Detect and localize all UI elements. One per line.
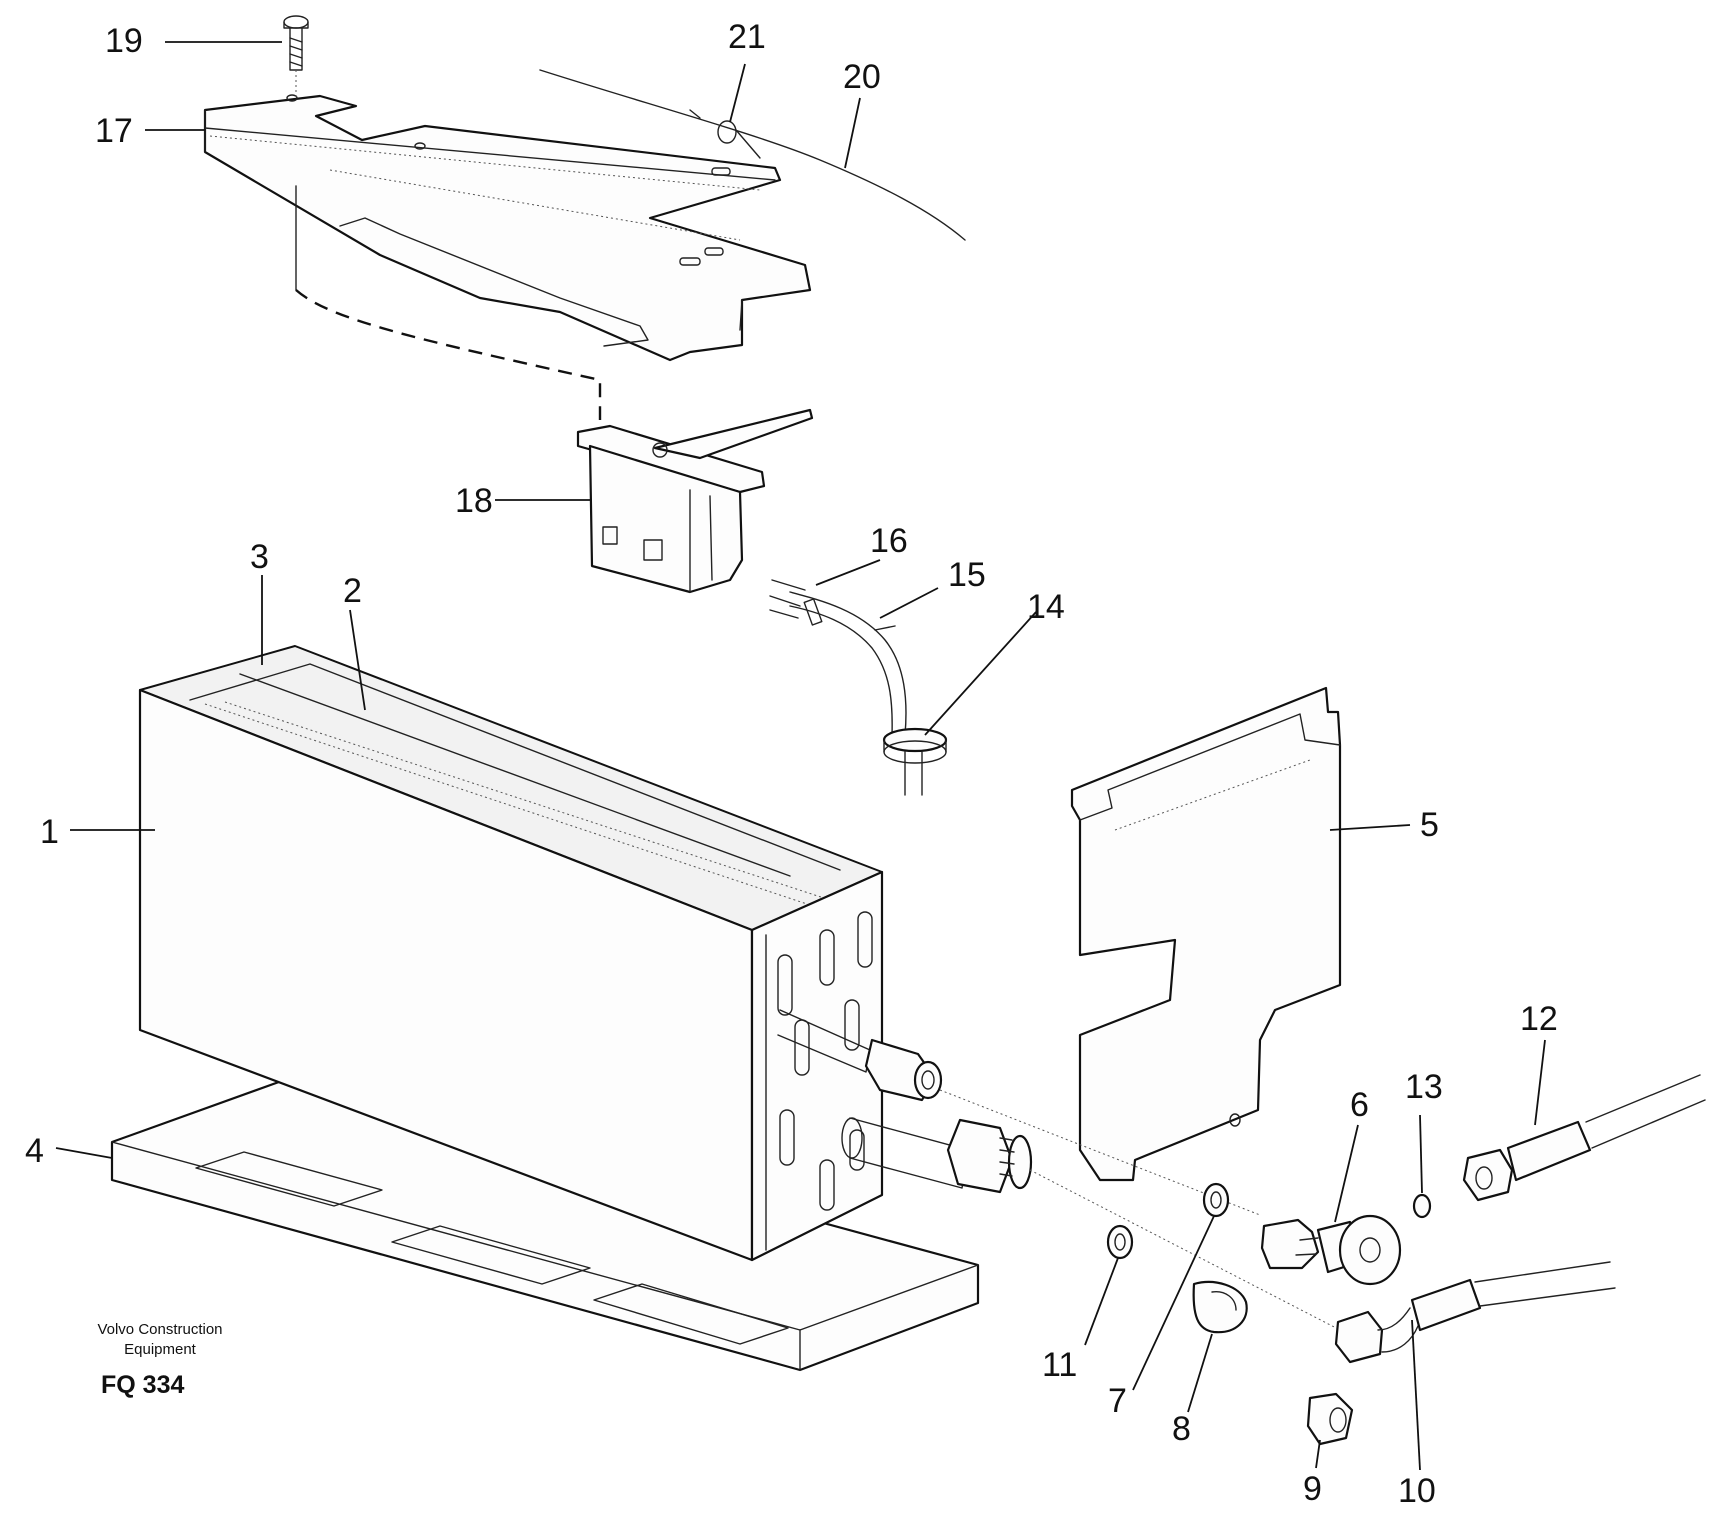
- callout-18: 18: [455, 482, 493, 520]
- callout-1: 1: [40, 813, 59, 851]
- screw: [283, 15, 309, 98]
- callout-15: 15: [948, 556, 986, 594]
- callout-14: 14: [1027, 588, 1065, 626]
- mounting-bracket: [203, 94, 812, 362]
- thermostat-switch: [576, 408, 814, 594]
- callout-13: 13: [1405, 1068, 1443, 1106]
- washer: [1106, 1224, 1134, 1260]
- o-ring: [1412, 1193, 1432, 1219]
- callout-12: 12: [1520, 1000, 1558, 1038]
- cable: [539, 69, 966, 241]
- grommet: [882, 727, 948, 796]
- callout-17: 17: [95, 112, 133, 150]
- callout-9: 9: [1303, 1470, 1322, 1508]
- manufacturer-line-1: Volvo Construction: [97, 1321, 223, 1338]
- callout-19: 19: [105, 22, 143, 60]
- upper-hose: [1462, 1074, 1706, 1202]
- callout-6: 6: [1350, 1086, 1369, 1124]
- cable-clip: [717, 120, 761, 159]
- manufacturer-line-2: Equipment: [124, 1341, 196, 1358]
- callout-4: 4: [25, 1132, 44, 1170]
- callout-10: 10: [1398, 1472, 1436, 1510]
- callout-numbers: 19 21 20 17 18 16 15 14 3 2 1 5 12 13 6 …: [25, 18, 1558, 1510]
- cover-plate: [1070, 686, 1342, 1182]
- callout-2: 2: [343, 572, 362, 610]
- figure-code: FQ 334: [101, 1371, 185, 1399]
- callout-leaders: [55, 41, 1546, 1471]
- cap-nut: [1192, 1280, 1248, 1334]
- callout-16: 16: [870, 522, 908, 560]
- callout-3: 3: [250, 538, 269, 576]
- washer: [1202, 1182, 1230, 1218]
- capillary-tube: [769, 579, 907, 736]
- nut: [1306, 1392, 1354, 1446]
- callout-8: 8: [1172, 1410, 1191, 1448]
- callout-20: 20: [843, 58, 881, 96]
- lower-hose: [1334, 1261, 1616, 1364]
- upper-pipe-connection: [777, 1009, 943, 1102]
- callout-5: 5: [1420, 806, 1439, 844]
- manufacturer-caption: Volvo Construction Equipment: [60, 1320, 260, 1360]
- lower-pipe-connection: [841, 1117, 1033, 1194]
- bleed-valve: [1260, 1214, 1402, 1286]
- callout-11: 11: [1042, 1346, 1077, 1384]
- callout-21: 21: [728, 18, 766, 56]
- callout-7: 7: [1108, 1382, 1127, 1420]
- heater-housing: [138, 645, 884, 1262]
